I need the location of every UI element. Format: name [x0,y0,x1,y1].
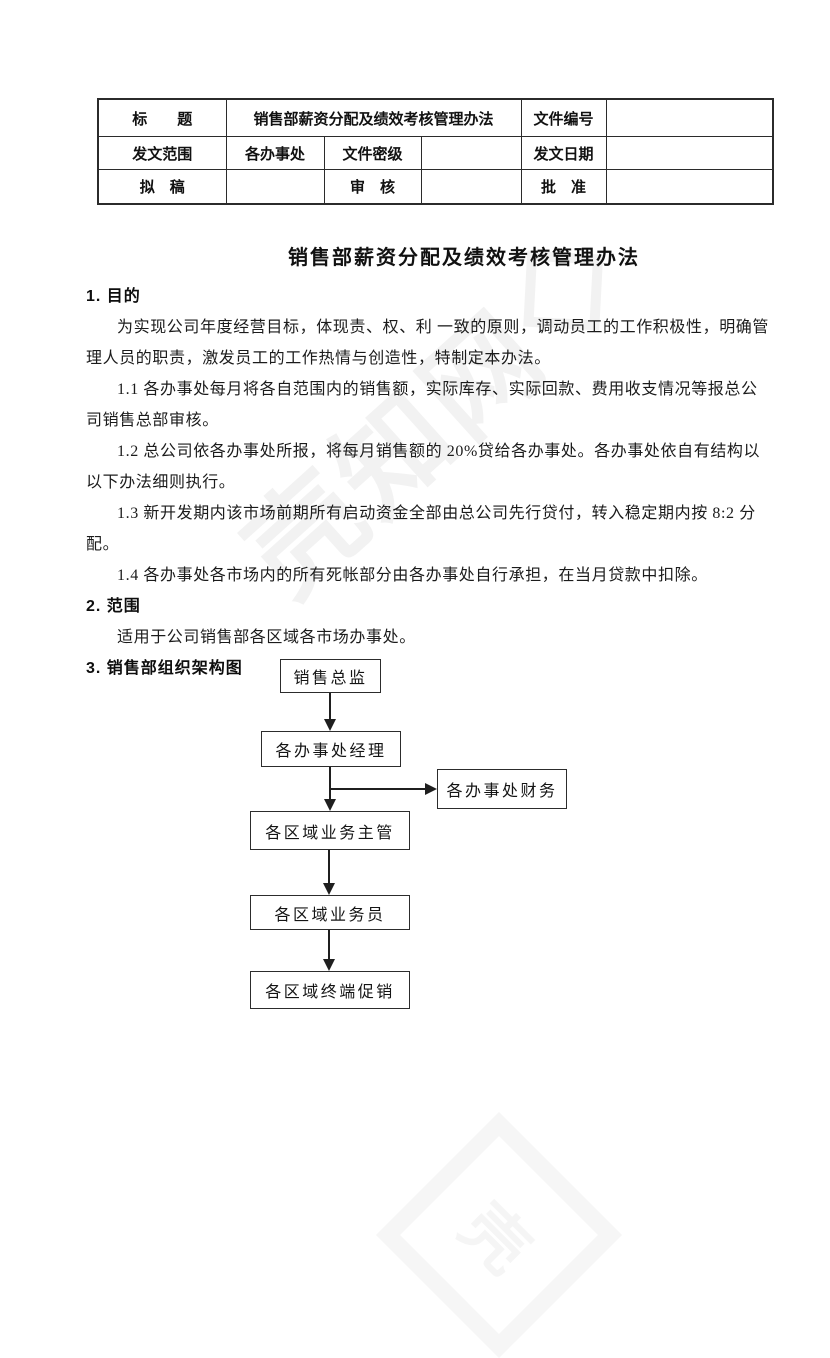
paragraph-line: 1.1 各办事处每月将各自范围内的销售额，实际库存、实际回款、费用收支情况等报总… [117,381,758,398]
paragraph-line: 适用于公司销售部各区域各市场办事处。 [117,629,416,646]
org-node-office-manager: 各办事处经理 [261,731,401,767]
watermark-logo-glyph: 壳 [447,1190,544,1287]
org-node-sales-director: 销售总监 [280,659,381,693]
title-value-cell: 销售部薪资分配及绩效考核管理办法 [225,98,522,137]
document-page: 壳知网 壳 标 题 销售部薪资分配及绩效考核管理办法 文件编号 发文范围 各办事… [86,98,822,1358]
arrow-down-icon [323,848,335,895]
issue-date-label-cell: 发文日期 [520,136,607,170]
arrow-down-icon [323,928,335,971]
org-node-region-promoter: 各区域终端促销 [250,971,410,1009]
section-1-heading: 1. 目的 [86,288,141,305]
reviewer-label-cell: 审 核 [323,169,422,205]
paragraph-line: 1.4 各办事处各市场内的所有死帐部分由各办事处自行承担，在当月贷款中扣除。 [117,567,708,584]
section-2-heading: 2. 范围 [86,598,141,615]
table-row: 拟 稿 审 核 批 准 [97,169,774,205]
watermark-bottom-logo: 壳 [375,1111,623,1358]
arrow-down-icon [324,765,336,811]
org-node-region-salesman: 各区域业务员 [250,895,410,930]
org-node-region-supervisor: 各区域业务主管 [250,811,410,850]
arrow-right-icon [330,783,437,795]
document-header-table: 标 题 销售部薪资分配及绩效考核管理办法 文件编号 发文范围 各办事处 文件密级… [97,98,774,205]
scope-value-cell: 各办事处 [225,136,325,170]
paragraph-line: 1.2 总公司依各办事处所报，将每月销售额的 20%贷给各办事处。各办事处依自有… [117,443,761,460]
paragraph-line: 1.3 新开发期内该市场前期所有启动资金全部由总公司先行贷付，转入稳定期内按 8… [117,505,756,522]
approver-value-cell [605,169,774,205]
org-node-office-finance: 各办事处财务 [437,769,567,809]
paragraph-line: 为实现公司年度经营目标，体现责、权、利 一致的原则，调动员工的工作积极性，明确管 [117,319,770,336]
paragraph-line: 司销售总部审核。 [86,412,219,429]
section-3-heading: 3. 销售部组织架构图 [86,660,243,677]
doc-number-label-cell: 文件编号 [520,98,607,137]
page-title: 销售部薪资分配及绩效考核管理办法 [288,247,640,269]
approver-label-cell: 批 准 [520,169,607,205]
paragraph-line: 配。 [86,536,120,553]
table-row: 标 题 销售部薪资分配及绩效考核管理办法 文件编号 [97,98,774,137]
doc-number-value-cell [605,98,774,137]
table-row: 发文范围 各办事处 文件密级 发文日期 [97,136,774,170]
document-body: 1. 目的 为实现公司年度经营目标，体现责、权、利 一致的原则，调动员工的工作积… [86,281,822,684]
paragraph-line: 理人员的职责，激发员工的工作热情与创造性，特制定本办法。 [86,350,551,367]
scope-label-cell: 发文范围 [97,136,227,170]
issue-date-value-cell [605,136,774,170]
reviewer-value-cell [420,169,522,205]
drafter-label-cell: 拟 稿 [97,169,227,205]
title-label-cell: 标 题 [97,98,227,137]
classification-label-cell: 文件密级 [323,136,422,170]
classification-value-cell [420,136,522,170]
arrow-down-icon [324,691,336,731]
paragraph-line: 以下办法细则执行。 [86,474,236,491]
drafter-value-cell [225,169,325,205]
